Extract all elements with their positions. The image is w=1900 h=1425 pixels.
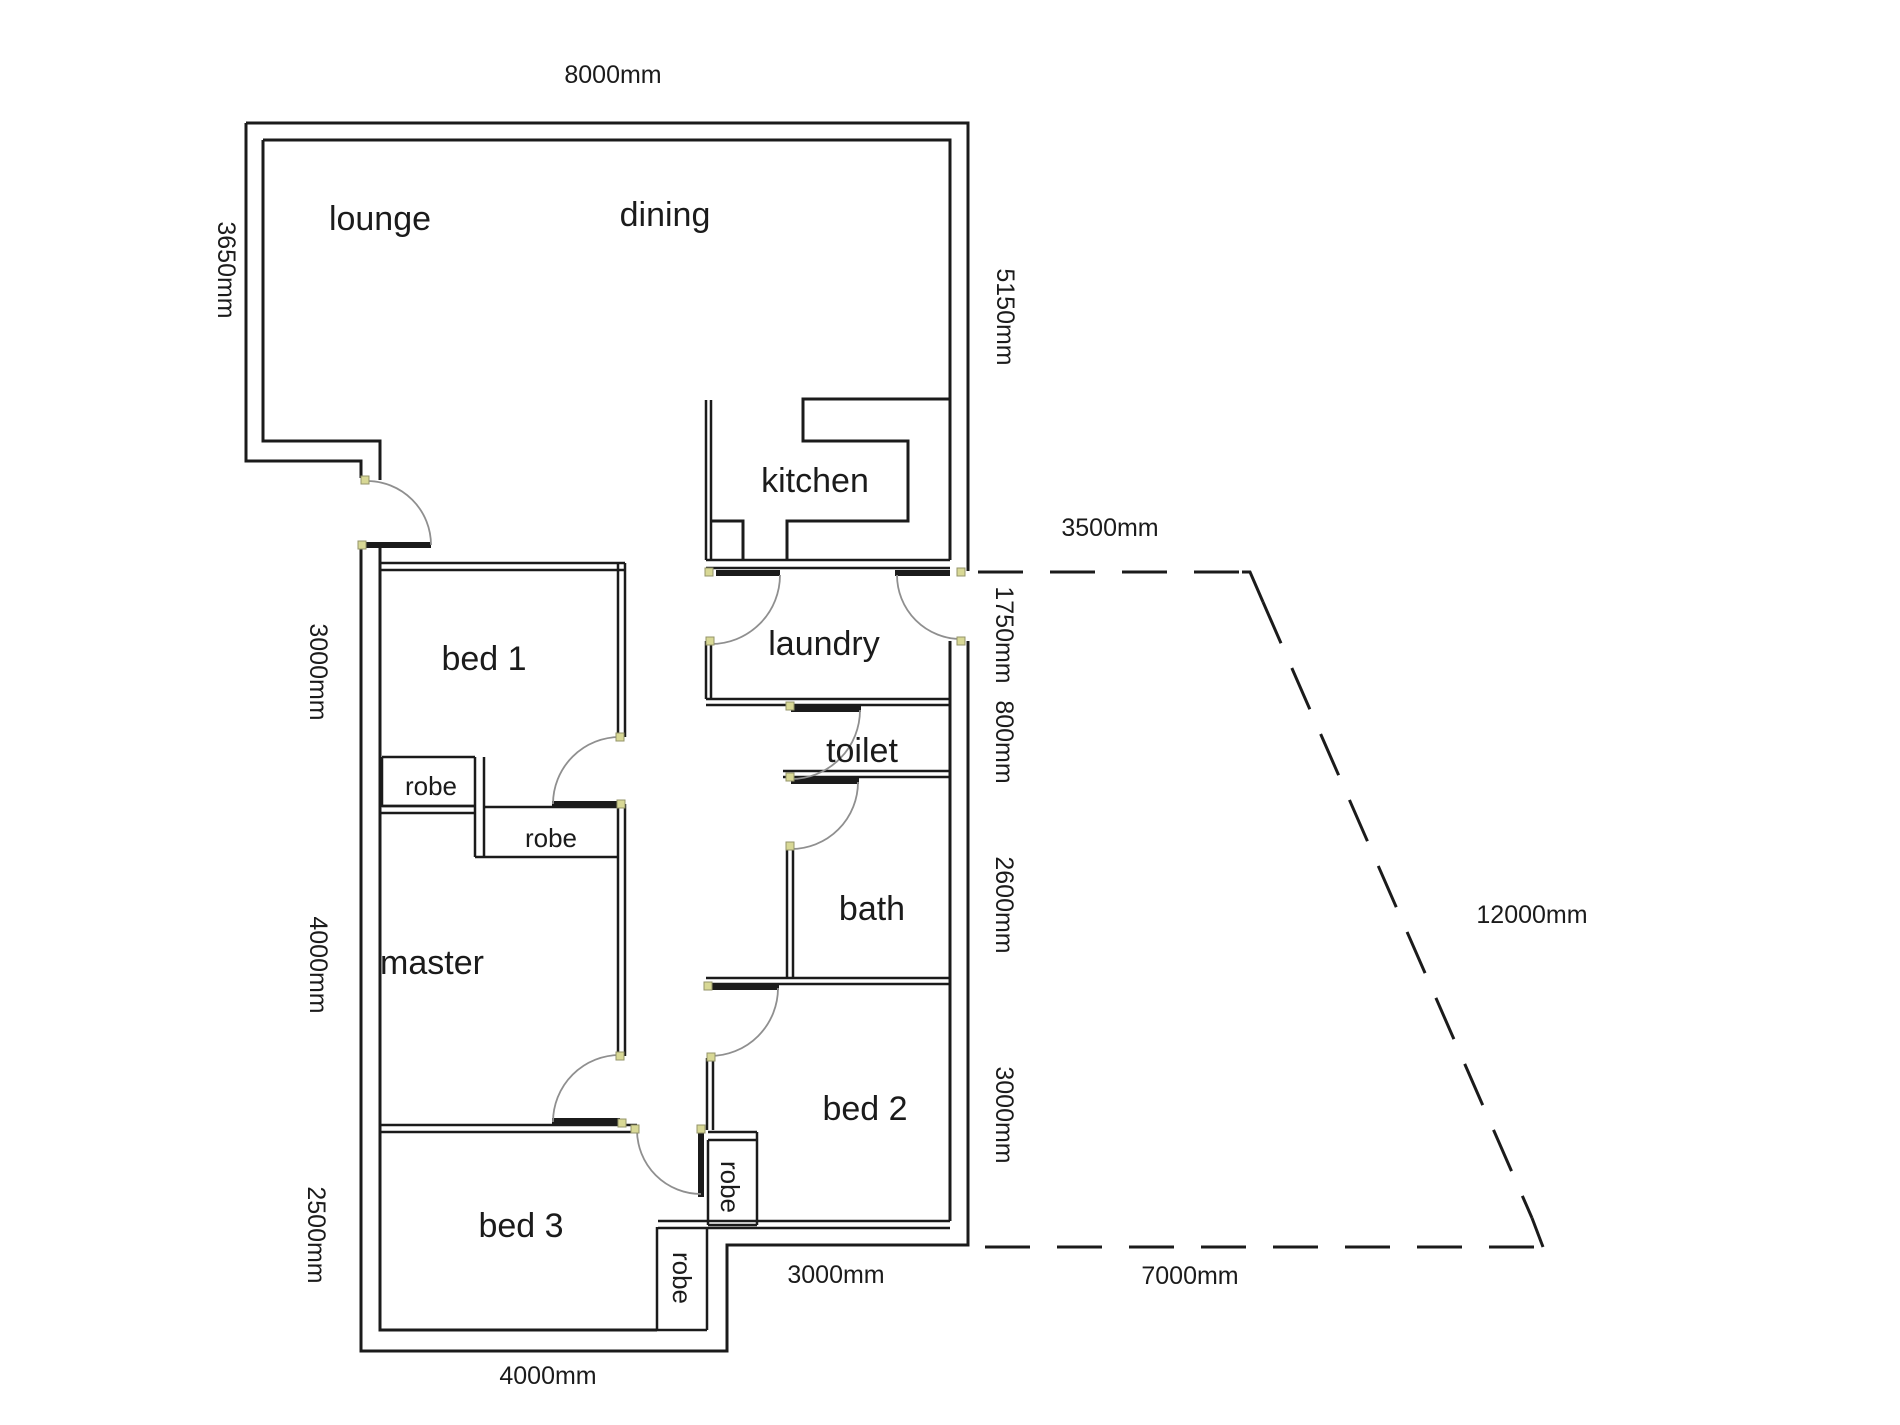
dim-right-2600: 2600mm [990,856,1018,953]
bed1-door-arc [552,736,621,805]
robe-label-bed1: robe [405,771,457,801]
jamb-marker-icon [696,1124,706,1134]
jamb-marker-icon [705,636,715,646]
kitchen-sink-box [712,519,745,560]
bath-door-arc [790,781,859,850]
bed2-door-arc [709,987,779,1057]
door-jamb-markers [357,475,966,1134]
dim-right-1750: 1750mm [990,586,1018,683]
kitchen-bench-outline [785,397,950,560]
master-right-wall [616,804,627,1056]
robe-label-bed3: robe [667,1252,697,1304]
jamb-marker-icon [956,567,966,577]
bed1-right-wall [616,563,627,737]
jamb-marker-icon [704,567,714,577]
dim-left-3650: 3650mm [212,221,240,318]
dim-right-800: 800mm [990,700,1018,783]
jamb-marker-icon [785,841,795,851]
door-leaves [362,542,950,1197]
door-swing-arcs [366,480,962,1195]
room-label-bath: bath [839,890,905,928]
room-label-bed3: bed 3 [478,1207,563,1245]
dim-site-7000: 7000mm [1141,1262,1238,1290]
bed3-door-arc [636,1129,702,1195]
hall-bed2-wall [705,1058,715,1130]
master-door-arc [552,1054,621,1123]
kitchen-counter [712,397,950,560]
room-label-laundry: laundry [768,625,880,663]
outer-wall-left-step [244,123,363,478]
jamb-marker-icon [615,1051,625,1061]
room-label-bed1: bed 1 [441,640,526,678]
toilet-door-arc [790,709,861,780]
inner-wall-left-lounge [261,140,382,480]
kitchen-bottom-wall [706,558,950,570]
laundry-left-door-arc [710,574,781,645]
room-label-kitchen: kitchen [761,462,869,500]
site-boundary-bottom-corner [1530,1217,1545,1248]
robe-label-master: robe [525,823,577,853]
room-label-master: master [380,944,484,982]
dim-bottom-3000: 3000mm [787,1261,884,1289]
bath-left-wall [785,847,795,978]
site-boundary [978,570,1545,1249]
site-boundary-top-corner [1242,570,1265,603]
jamb-marker-icon [706,1052,716,1062]
outer-wall-right-bottom [359,546,970,1353]
laundry-right-door-arc [896,574,962,640]
jamb-marker-icon [616,799,626,809]
entry-door-arc [366,480,432,546]
room-label-bed2: bed 2 [822,1090,907,1128]
dim-top-8000: 8000mm [564,61,661,89]
room-labels: lounge dining kitchen laundry toilet bat… [329,196,908,1245]
room-label-lounge: lounge [329,200,431,238]
bed2-robe-box [706,1130,759,1227]
bed3-robe-box [655,1227,709,1332]
dim-left-3000: 3000mm [304,623,332,720]
bed2-bottom-wall [658,1219,950,1230]
jamb-marker-icon [615,732,625,742]
laundry-bottom-wall [706,697,950,707]
interior-walls [380,400,950,1332]
laundry-left-wall [704,641,713,699]
dim-right-5150: 5150mm [991,268,1019,365]
robe-divider-wall [473,757,486,857]
bed1-robe-box [380,755,475,808]
room-label-dining: dining [620,196,711,234]
master-bed3-wall [380,1123,637,1134]
jamb-marker-icon [617,1118,627,1128]
jamb-marker-icon [785,772,795,782]
bath-bottom-wall [706,976,950,986]
dimension-labels: 8000mm 3650mm 3000mm 4000mm 2500mm 5150m… [212,61,1588,1390]
robe-label-bed2: robe [715,1161,745,1213]
jamb-marker-icon [703,981,713,991]
inner-wall-top-right [263,138,952,560]
dim-right-3000: 3000mm [990,1066,1018,1163]
jamb-marker-icon [360,475,370,485]
dim-site-12000: 12000mm [1476,901,1587,929]
bed1-top-wall [380,561,625,572]
jamb-marker-icon [956,636,966,646]
jamb-marker-icon [630,1124,640,1134]
dim-left-4000: 4000mm [304,916,332,1013]
dim-left-2500: 2500mm [302,1186,330,1283]
dim-site-3500: 3500mm [1061,514,1158,542]
jamb-marker-icon [357,540,367,550]
jamb-marker-icon [785,701,795,711]
room-label-toilet: toilet [826,732,898,770]
dim-bottom-4000: 4000mm [499,1362,596,1390]
outer-wall-top-right [246,121,970,571]
kitchen-dining-divider-wall [704,400,713,560]
site-boundary-diagonal [1261,601,1534,1219]
robe-labels: robe robe robe robe [405,771,745,1304]
